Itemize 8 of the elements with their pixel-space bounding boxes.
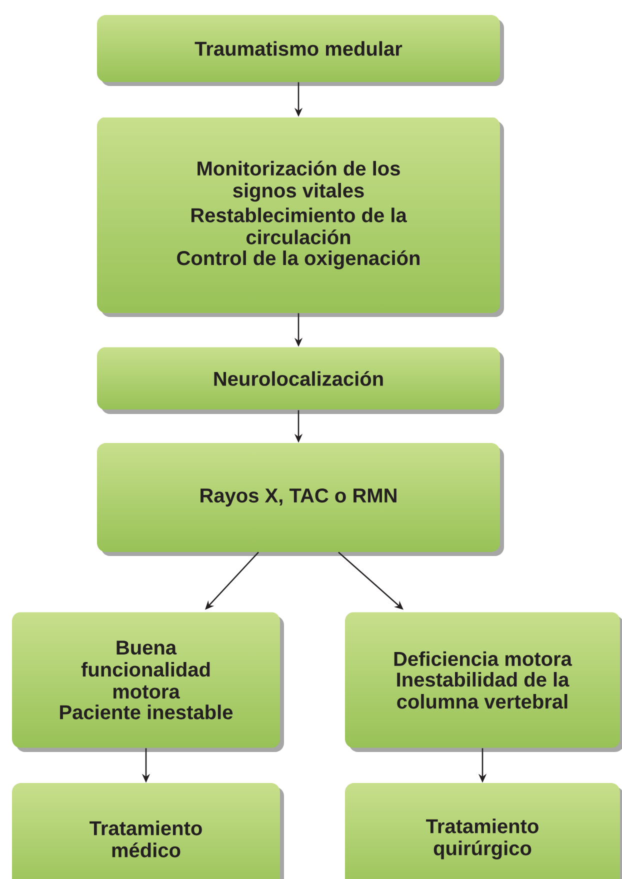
process-box: Deficiencia motora Inestabilidad de la columna vertebral [345, 612, 622, 752]
process-box: Traumatismo medular [97, 15, 504, 86]
process-box: Monitorización de los signos vitales Restablecimiento de la circulación Control de la oxigenación [97, 117, 504, 317]
process-box: Tratamiento quirúrgico [345, 783, 622, 879]
process-box: Neurolocalización [97, 347, 504, 414]
process-box: Tratamiento médico [12, 783, 284, 879]
process-box: Buena funcionalidad motora Paciente inestable [12, 612, 284, 752]
process-box: Rayos X, TAC o RMN [97, 443, 504, 556]
